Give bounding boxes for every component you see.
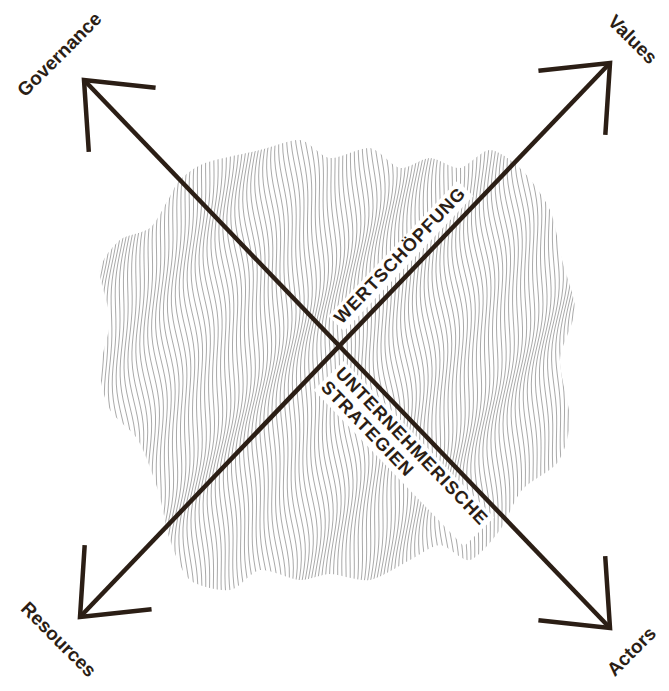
hatch-line	[85, 120, 98, 608]
hatch-line	[427, 120, 441, 608]
hatch-line	[431, 120, 445, 608]
hatch-line	[291, 120, 306, 608]
hatch-line	[143, 120, 158, 608]
hatch-line	[539, 120, 554, 608]
hatch-line	[275, 120, 290, 608]
hatch-line	[572, 120, 586, 608]
hatch-line	[243, 120, 257, 608]
hatch-line	[535, 120, 550, 608]
hatch-line	[387, 120, 402, 608]
arrow-head	[538, 63, 610, 135]
hatch-line	[127, 120, 142, 608]
hatch-line	[491, 120, 505, 608]
axis-label: Values	[600, 8, 663, 71]
hatch-line	[584, 120, 597, 608]
axis-label: Actors	[601, 621, 664, 684]
axis-caption: WERTSCHÖPFUNG	[328, 181, 473, 331]
hatch-line	[580, 120, 593, 608]
hatch-line	[547, 120, 561, 608]
axis-label: Resources	[13, 595, 102, 684]
axis-shaft	[80, 63, 610, 617]
hatch-line	[231, 120, 243, 608]
hatch-line	[123, 120, 138, 608]
hatch-line	[568, 120, 582, 608]
hatch-line	[551, 120, 565, 608]
hatch-line	[203, 120, 215, 608]
hatch-line	[283, 120, 298, 608]
hatch-line	[116, 120, 129, 608]
axis-caption: UNTERNEHMERISCHE STRATEGIEN	[314, 361, 494, 546]
hatch-line	[423, 120, 438, 608]
axis-label: Governance	[11, 6, 109, 104]
hatch-line	[93, 120, 106, 608]
hatch-line	[239, 120, 253, 608]
hatch-line	[360, 120, 373, 608]
arrow-head	[84, 80, 156, 152]
hatch-line	[564, 120, 578, 608]
arrow-head	[538, 556, 610, 628]
hatch-line	[271, 120, 286, 608]
hatch-line	[279, 120, 294, 608]
hatch-line	[303, 120, 318, 608]
hatch-line	[235, 120, 248, 608]
hatch-line	[487, 120, 501, 608]
hatch-line	[495, 120, 509, 608]
hatch-line	[100, 120, 113, 608]
hatch-line	[89, 120, 102, 608]
hatch-line	[543, 120, 558, 608]
hatch-line	[104, 120, 117, 608]
hatch-line	[499, 120, 513, 608]
hatch-line	[211, 120, 223, 608]
hatch-line	[247, 120, 262, 608]
hatch-line	[531, 120, 546, 608]
hatch-line	[576, 120, 589, 608]
hatch-line	[135, 120, 150, 608]
hatch-line	[560, 120, 574, 608]
hatch-line	[379, 120, 394, 608]
hatch-line	[215, 120, 227, 608]
hatch-line	[119, 120, 133, 608]
hatch-line	[259, 120, 274, 608]
hatch-line	[199, 120, 210, 608]
hatch-line	[251, 120, 266, 608]
hatch-line	[556, 120, 570, 608]
hatch-line	[112, 120, 125, 608]
hatch-line	[131, 120, 146, 608]
hatch-line	[383, 120, 398, 608]
hatch-line	[108, 120, 121, 608]
hatch-line	[527, 120, 541, 608]
axis-shaft	[84, 80, 610, 628]
hatch-line	[299, 120, 314, 608]
hatch-line	[407, 120, 422, 608]
hatch-line	[255, 120, 270, 608]
hatch-line	[295, 120, 310, 608]
arrow-head	[80, 545, 152, 617]
